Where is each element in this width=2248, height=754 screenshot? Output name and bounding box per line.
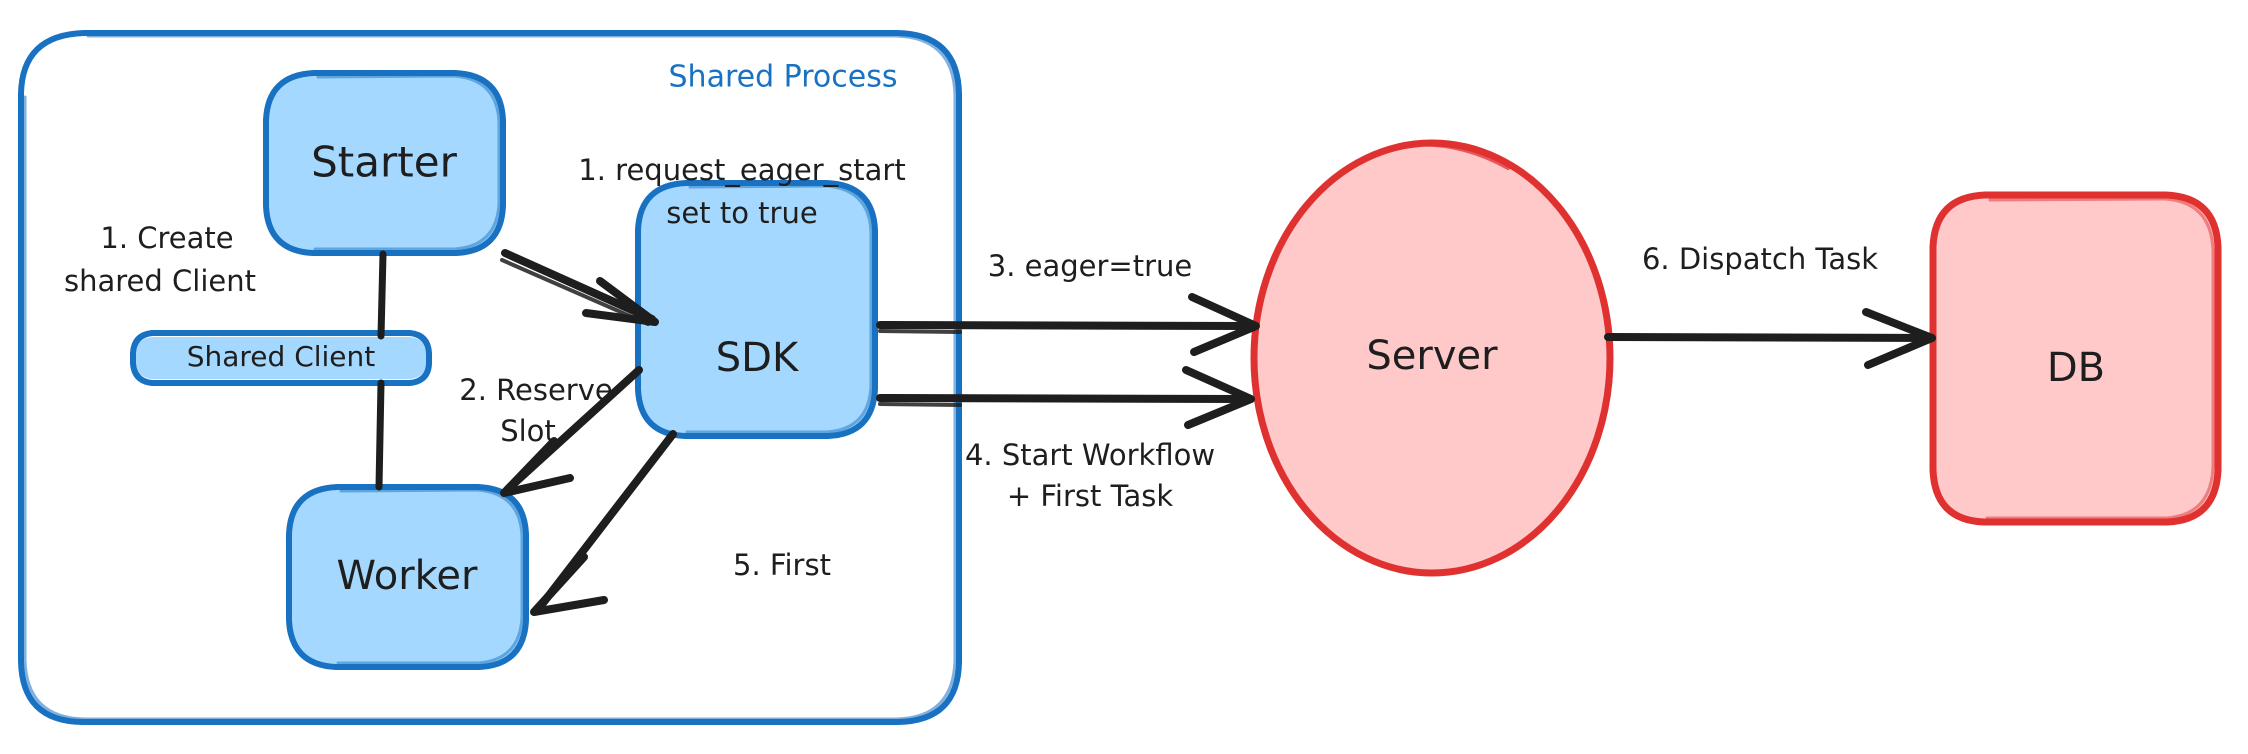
server-border-sketch — [1395, 142, 1510, 170]
node-starter[interactable]: Starter — [263, 70, 506, 256]
edge-create-shared-client-label-line2: shared Client — [64, 264, 256, 298]
shared-process-border — [18, 30, 962, 725]
db-border-sketch — [1985, 197, 2215, 520]
worker-border-sketch — [336, 488, 524, 665]
edge-dispatch-task-arrowhead — [530, 553, 608, 616]
edge-starter-sharedclient-line — [377, 250, 387, 340]
edge-dispatch-task-label-line1: 5. First — [733, 548, 831, 582]
edge-request-eager-start-label-line1: 1. request_eager_start — [578, 153, 905, 187]
edge-request-eager-start-arrowhead — [582, 277, 659, 326]
edge-eager-true-arrowhead — [1188, 293, 1260, 356]
node-shared-client[interactable]: Shared Client — [130, 330, 432, 386]
starter-fill — [266, 73, 503, 253]
worker-fill — [289, 487, 526, 667]
node-worker[interactable]: Worker — [286, 484, 529, 670]
edge-request-eager-start-label-line2: set to true — [666, 196, 817, 230]
shared-client-label: Shared Client — [187, 340, 376, 373]
edge-eager-true: 3. eager=true — [876, 249, 1260, 356]
edge-reserve-slot-arrowhead — [500, 437, 574, 497]
edge-first-workflow-task-line-sketch — [878, 402, 962, 407]
edge-start-workflow: 6. Dispatch Task — [1604, 242, 1936, 369]
edge-first-workflow-task-label-line1: 4. Start Workflow — [965, 438, 1215, 472]
edge-sharedclient-worker-line — [375, 379, 385, 491]
edge-reserve-slot-label-line1: 2. Reserve — [459, 373, 612, 407]
edge-first-workflow-task-arrowhead — [1182, 366, 1255, 429]
shared-process-title: Shared Process — [669, 60, 898, 95]
edge-eager-true-line-sketch — [878, 329, 962, 334]
sdk-label: SDK — [716, 335, 800, 381]
node-sdk[interactable]: SDK — [635, 180, 878, 439]
edge-first-workflow-task-label-line2: + First Task — [1007, 479, 1174, 513]
edge-first-workflow-task-line — [876, 394, 1249, 403]
node-server[interactable]: Server — [1250, 139, 1614, 577]
edge-start-workflow-line — [1604, 333, 1930, 342]
server-label: Server — [1366, 333, 1498, 379]
edge-create-shared-client-label-line1: 1. Create — [100, 221, 233, 255]
edge-request-eager-start-line — [501, 249, 656, 323]
edge-reserve-slot-label-line2: Slot — [500, 414, 556, 448]
sdk-border — [635, 180, 878, 439]
db-border — [1929, 191, 2222, 526]
starter-border — [263, 70, 506, 256]
edge-dispatch-task: 5. First — [530, 430, 831, 616]
edge-request-eager-start: 1. request_eager_start set to true — [500, 153, 906, 326]
group-shared-process: Shared Process — [18, 30, 962, 725]
sdk-border-sketch — [685, 184, 873, 434]
edge-eager-true-label-line1: 3. eager=true — [988, 249, 1193, 283]
edge-start-workflow-arrowhead — [1862, 308, 1936, 369]
edge-request-eager-start-line-sketch — [500, 258, 650, 326]
edge-eager-true-line — [876, 321, 1254, 330]
server-fill — [1254, 143, 1610, 573]
edge-first-workflow-task: 4. Start Workflow + First Task — [876, 366, 1255, 513]
starter-label: Starter — [311, 138, 457, 187]
sdk-fill — [638, 183, 875, 436]
db-label: DB — [2047, 345, 2105, 391]
db-fill — [1933, 195, 2218, 522]
starter-border-sketch — [313, 74, 501, 251]
shared-client-fill — [134, 337, 428, 379]
worker-border — [286, 484, 529, 670]
node-db[interactable]: DB — [1929, 191, 2222, 526]
shared-process-border-sketch — [23, 34, 957, 721]
worker-label: Worker — [337, 553, 478, 599]
edge-reserve-slot: 2. Reserve Slot — [459, 366, 643, 497]
shared-client-border — [130, 330, 432, 386]
edge-create-shared-client: 1. Create shared Client — [64, 221, 387, 491]
edge-start-workflow-label-line1: 6. Dispatch Task — [1642, 242, 1878, 276]
